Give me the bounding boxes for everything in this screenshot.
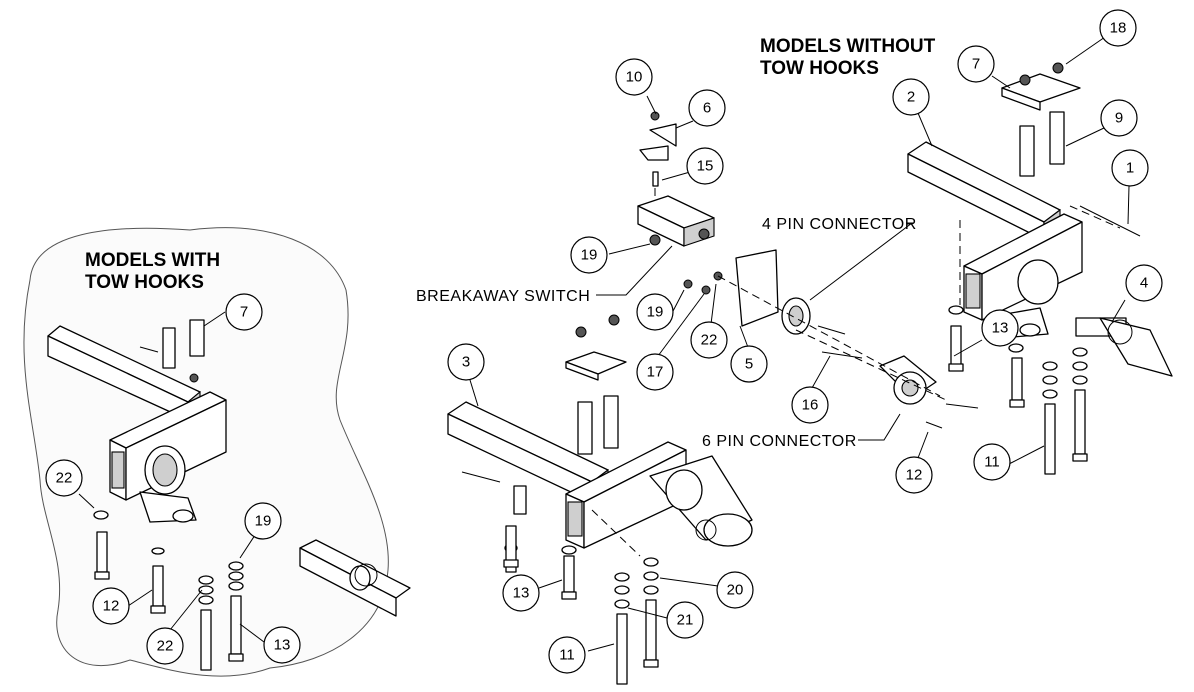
callout-3: 3: [447, 343, 485, 381]
callout-16: 16: [791, 386, 829, 424]
callout-19-c: 19: [244, 502, 282, 540]
callout-17: 17: [636, 353, 674, 391]
callout-12-a: 12: [895, 456, 933, 494]
svg-text:10: 10: [626, 69, 643, 86]
callout-15: 15: [686, 147, 724, 185]
right-title-line2: TOW HOOKS: [760, 58, 879, 79]
callout-18: 18: [1099, 9, 1137, 47]
svg-text:11: 11: [984, 454, 1000, 471]
inset-hitch-assembly: [47, 319, 227, 523]
svg-text:13: 13: [513, 585, 530, 602]
svg-text:19: 19: [581, 247, 598, 264]
svg-text:13: 13: [274, 637, 291, 654]
callout-1: 1: [1111, 149, 1149, 187]
callout-20: 20: [716, 571, 754, 609]
svg-text:15: 15: [697, 158, 714, 175]
callout-13-b: 13: [981, 309, 1019, 347]
callout-7-b: 7: [225, 293, 263, 331]
main-hitch-plates: [565, 314, 627, 455]
callout-11-b: 11: [973, 443, 1011, 481]
main-connector-bracket: [683, 249, 863, 359]
callout-22-a: 22: [690, 321, 728, 359]
callout-19-b: 19: [636, 293, 674, 331]
svg-text:19: 19: [255, 513, 272, 530]
callout-7-a: 7: [957, 45, 995, 83]
alignment-lines: [591, 188, 1121, 557]
callout-leaders: [78, 36, 1130, 652]
svg-text:2: 2: [907, 89, 915, 106]
right-title-line1: MODELS WITHOUT: [760, 36, 936, 57]
inset-bolts: [93, 510, 244, 671]
callout-10: 10: [615, 58, 653, 96]
svg-text:11: 11: [559, 647, 575, 664]
svg-text:4: 4: [1140, 275, 1148, 292]
svg-text:3: 3: [462, 354, 470, 371]
breakaway-switch-leader: [596, 245, 673, 296]
svg-text:21: 21: [677, 612, 694, 629]
svg-text:12: 12: [103, 598, 120, 615]
right-bolts: [948, 305, 1088, 475]
svg-text:17: 17: [647, 364, 664, 381]
svg-text:1: 1: [1126, 160, 1134, 177]
main-bolts: [503, 525, 659, 685]
four-pin-connector-label: 4 PIN CONNECTOR: [762, 216, 917, 233]
inset-tow-hook: [299, 539, 411, 617]
callout-21: 21: [666, 601, 704, 639]
inset-title-line2: TOW HOOKS: [85, 272, 204, 293]
six-pin-connector: [879, 355, 979, 429]
svg-text:7: 7: [972, 56, 980, 73]
svg-text:6: 6: [703, 100, 711, 117]
callout-2: 2: [892, 78, 930, 116]
breakaway-switch-label: BREAKAWAY SWITCH: [416, 288, 590, 305]
six-pin-connector-label: 6 PIN CONNECTOR: [702, 433, 857, 450]
svg-text:5: 5: [745, 356, 753, 373]
main-hitch-tube: [447, 401, 753, 549]
callout-22-c: 22: [146, 627, 184, 665]
right-title: MODELS WITHOUT TOW HOOKS: [760, 36, 936, 79]
svg-text:18: 18: [1110, 20, 1127, 37]
callout-12-b: 12: [92, 587, 130, 625]
svg-text:7: 7: [240, 304, 248, 321]
four-pin-connector-leader: [809, 222, 914, 301]
main-breakaway-switch: [637, 111, 715, 247]
right-hitch-assembly: [907, 62, 1173, 377]
svg-text:22: 22: [157, 638, 174, 655]
callout-13-c: 13: [263, 626, 301, 664]
svg-text:13: 13: [992, 320, 1009, 337]
callout-5: 5: [730, 345, 768, 383]
callout-19-a: 19: [570, 236, 608, 274]
svg-text:22: 22: [56, 470, 73, 487]
inset-title: MODELS WITH TOW HOOKS: [85, 250, 220, 293]
six-pin-connector-leader: [858, 413, 901, 441]
callout-22-b: 22: [45, 459, 83, 497]
svg-text:16: 16: [802, 397, 819, 414]
callout-13-a: 13: [502, 574, 540, 612]
callout-6: 6: [688, 89, 726, 127]
inset-title-line1: MODELS WITH: [85, 250, 220, 271]
svg-text:9: 9: [1115, 110, 1123, 127]
svg-text:20: 20: [727, 582, 744, 599]
svg-text:19: 19: [647, 304, 664, 321]
svg-text:12: 12: [906, 467, 923, 484]
callout-11-a: 11: [548, 636, 586, 674]
callout-9: 9: [1100, 99, 1138, 137]
svg-text:22: 22: [701, 332, 718, 349]
callout-4: 4: [1125, 264, 1163, 302]
